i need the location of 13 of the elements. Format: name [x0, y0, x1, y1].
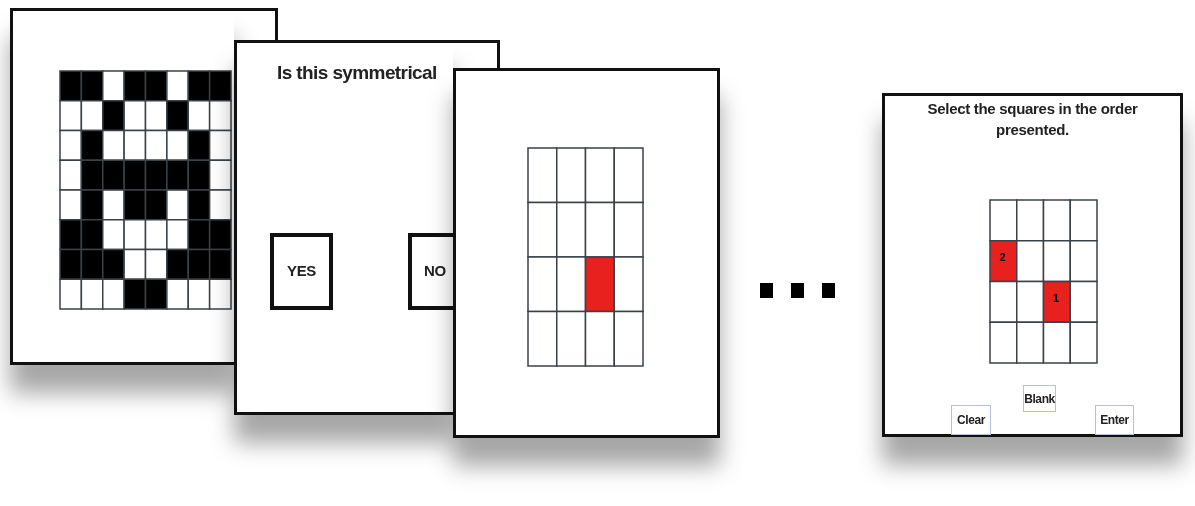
response-button: YES — [270, 233, 333, 310]
question-text: Is this symmetrical — [277, 61, 437, 85]
screen-card — [882, 93, 1183, 437]
screen-card — [10, 8, 234, 365]
response-button: Blank — [1023, 385, 1056, 412]
screen-card — [453, 68, 720, 438]
order-number: 1 — [1052, 292, 1059, 304]
order-number: 2 — [999, 252, 1006, 264]
response-button: Enter — [1095, 405, 1134, 435]
screen-card — [234, 40, 453, 415]
response-button: NO — [408, 233, 453, 310]
response-button: Clear — [951, 405, 991, 435]
instruction-text: Select the squares in the order presented. — [926, 99, 1139, 140]
